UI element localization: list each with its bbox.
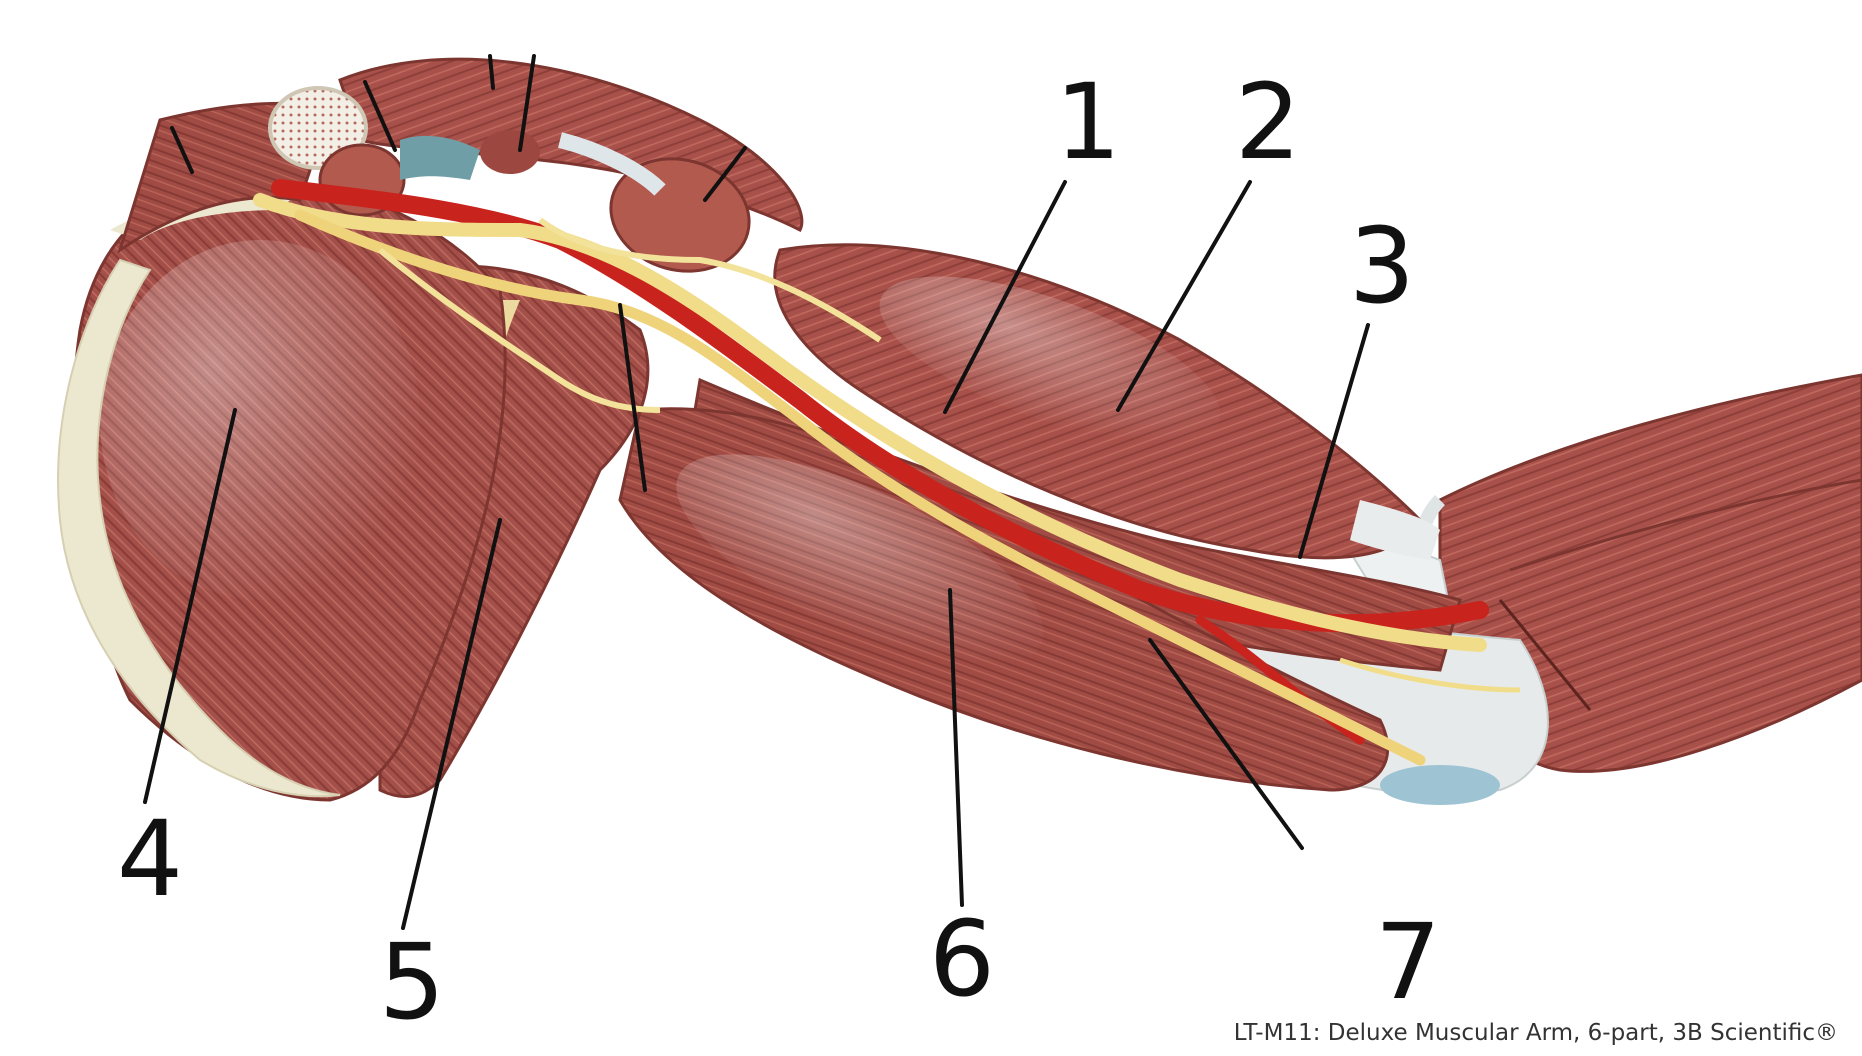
leader-line-3: [1298, 323, 1370, 559]
label-2: 2: [1235, 61, 1301, 183]
leader-line-top-a: [170, 126, 194, 174]
leader-lines: [143, 54, 1370, 930]
label-7: 7: [1375, 901, 1441, 1023]
leader-line-4: [143, 408, 237, 804]
leader-line-top-e: [703, 146, 747, 202]
label-1: 1: [1055, 61, 1121, 183]
leader-line-6: [948, 588, 964, 907]
biceps-brachii: [773, 243, 1440, 560]
leader-line-1: [943, 180, 1067, 414]
leader-line-top-d: [518, 54, 536, 152]
leader-line-top-f: [618, 303, 647, 492]
brachial-plexus-nerves: [253, 193, 1521, 766]
label-3: 3: [1349, 205, 1415, 327]
leader-line-2: [1116, 180, 1252, 412]
leader-line-top-b: [363, 80, 397, 152]
label-5: 5: [379, 921, 445, 1043]
label-6: 6: [929, 898, 995, 1020]
diagram-labels: 1 2 3 4 5 6 7: [117, 61, 1441, 1043]
figure-caption: LT-M11: Deluxe Muscular Arm, 6-part, 3B …: [1233, 1020, 1838, 1046]
leader-line-5: [401, 518, 502, 930]
leader-line-top-c: [488, 54, 495, 90]
label-4: 4: [117, 798, 183, 920]
leader-line-7: [1148, 638, 1304, 850]
